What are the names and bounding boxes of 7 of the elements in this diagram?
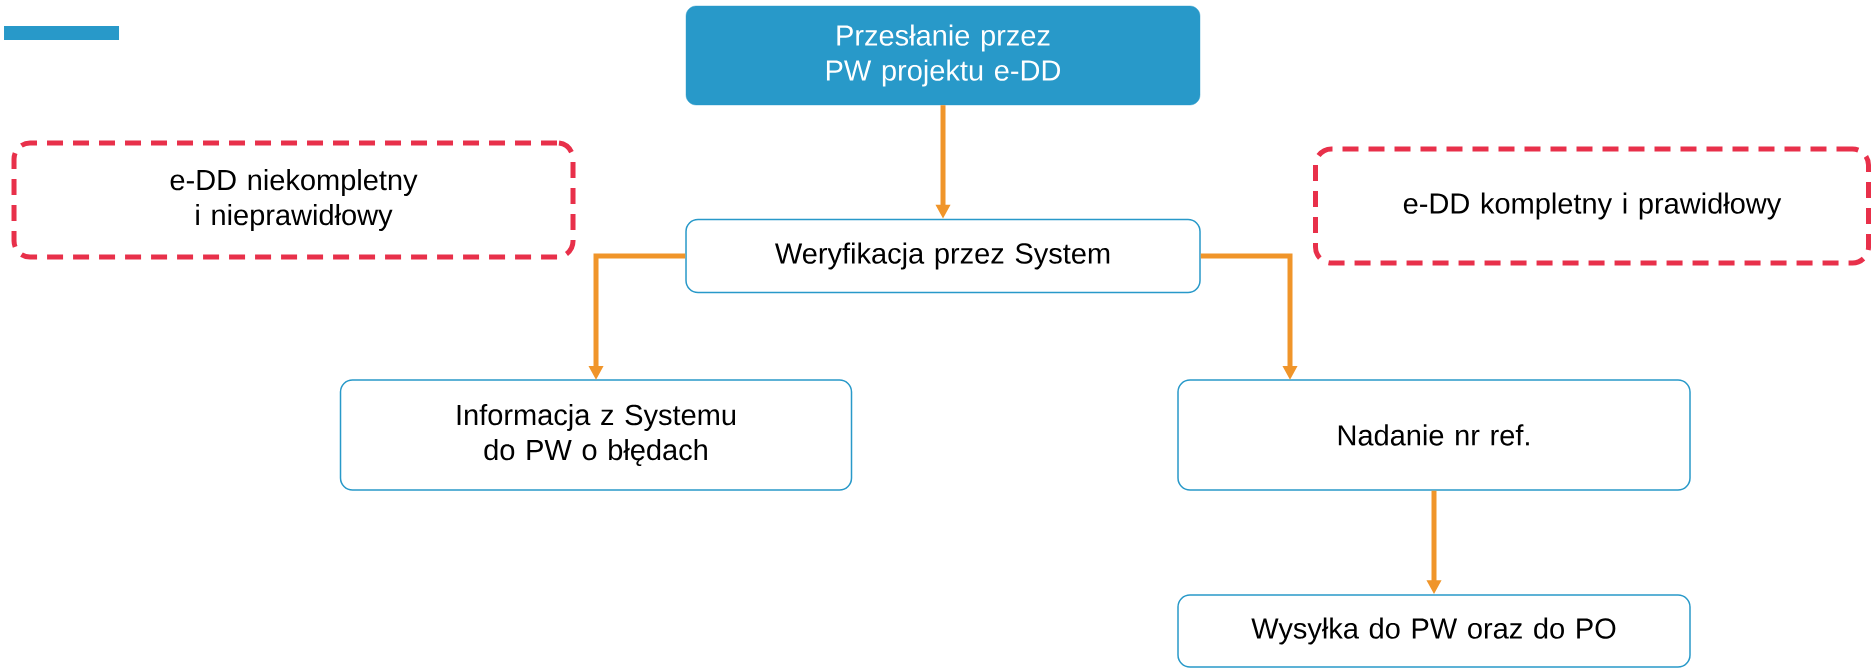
condition-box: e-DD kompletny i prawidłowy [1313,146,1871,266]
process-box: Przesłanie przez PW projektu e-DD [685,5,1201,106]
process-box: Weryfikacja przez System [685,218,1201,294]
process-box: Wysyłka do PW oraz do PO [1177,594,1691,668]
condition-box: e-DD niekompletny i nieprawidłowy [11,140,576,260]
process-box: Informacja z Systemu do PW o błędach [339,379,853,491]
process-box: Nadanie nr ref. [1177,379,1691,491]
